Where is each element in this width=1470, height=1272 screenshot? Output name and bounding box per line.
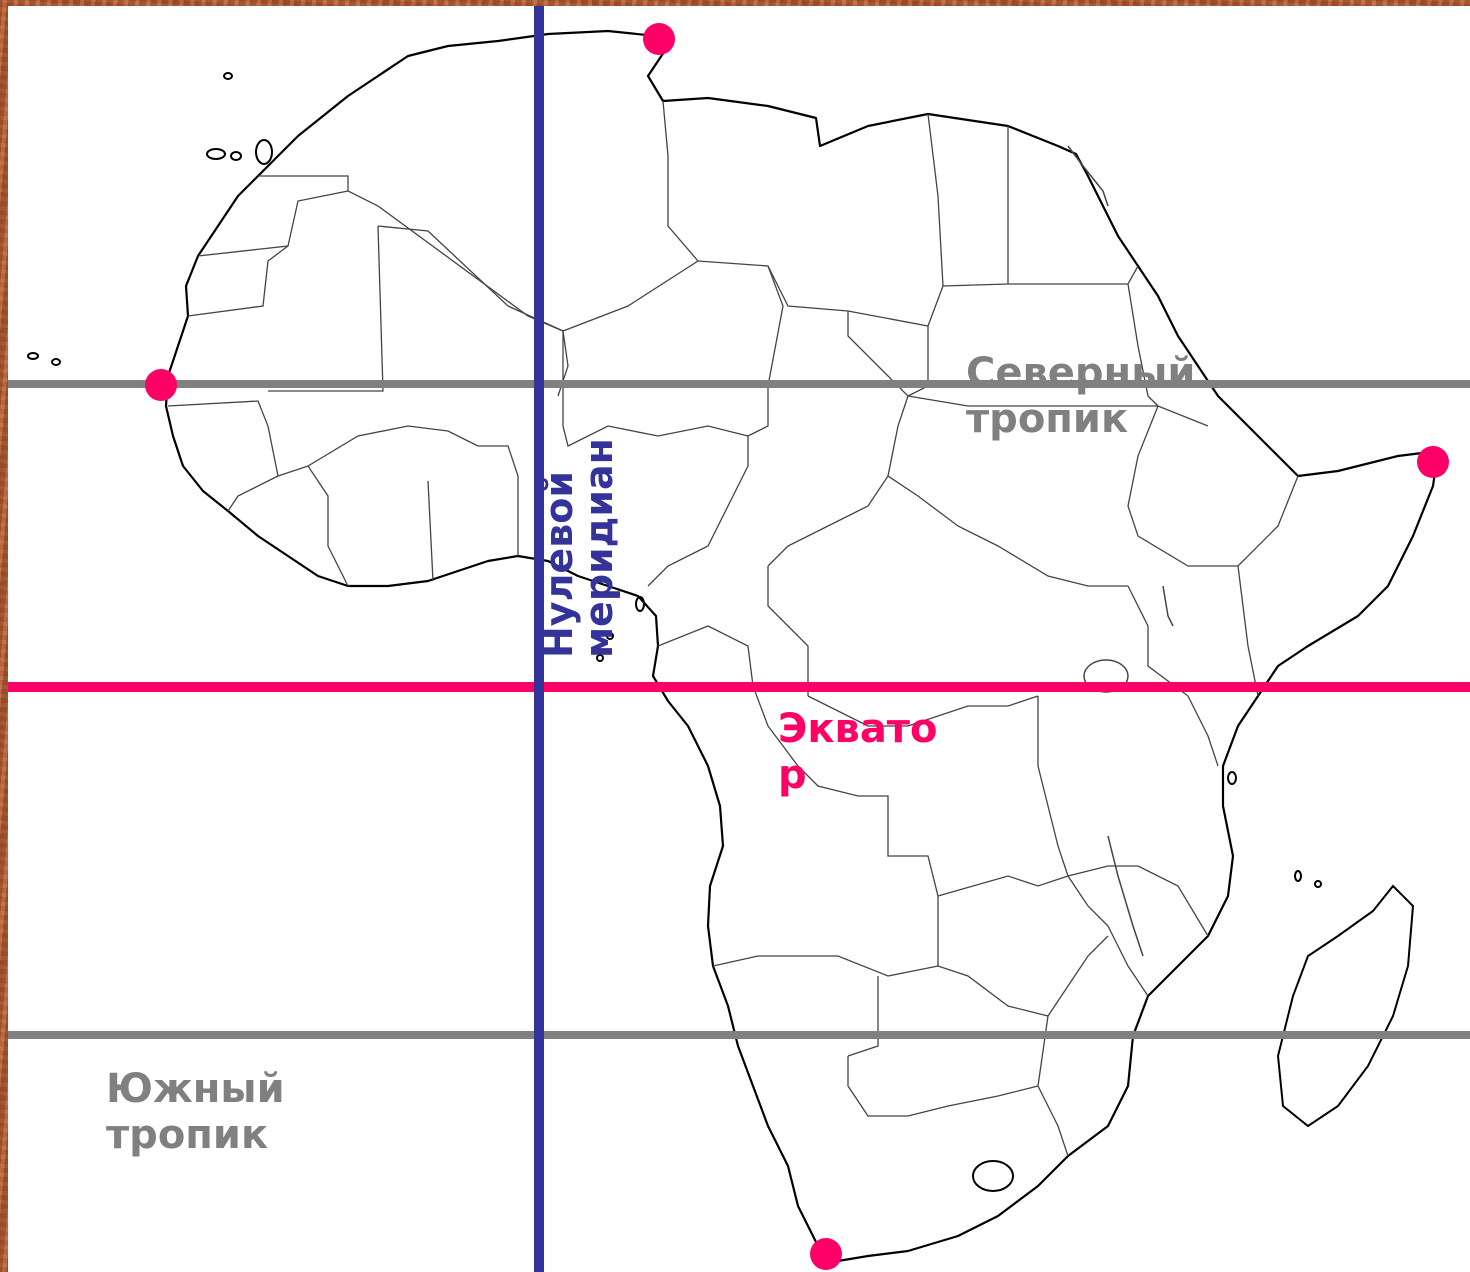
east-point: [1417, 446, 1449, 478]
equator-label: Эквато р: [778, 706, 937, 798]
africa-outline-map: [8, 6, 1470, 1272]
west-point: [145, 369, 177, 401]
africa-coastline: [164, 29, 1440, 1263]
north-tropic-label: Северный тропик: [966, 350, 1195, 442]
country-borders: [167, 100, 1299, 1157]
prime-meridian-label-line2: меридиан: [576, 438, 621, 658]
south-point: [810, 1238, 842, 1270]
equator-label-line2: р: [778, 752, 807, 798]
madagascar-island: [1276, 884, 1415, 1128]
prime-meridian-label: Нулевой меридиан: [537, 438, 621, 658]
south-tropic-label-line2: тропик: [106, 1112, 269, 1158]
prime-meridian-label-line1: Нулевой: [537, 471, 581, 658]
north-tropic-label-line1: Северный: [966, 350, 1196, 396]
africa-map: Северный тропик Южный тропик Эквато р Ну…: [8, 6, 1470, 1272]
small-islands: [27, 72, 1322, 1192]
south-tropic-label: Южный тропик: [106, 1066, 285, 1158]
equator-label-line1: Эквато: [778, 706, 938, 752]
north-point: [643, 23, 675, 55]
south-tropic-label-line1: Южный: [106, 1066, 285, 1112]
north-tropic-label-line2: тропик: [966, 396, 1129, 442]
